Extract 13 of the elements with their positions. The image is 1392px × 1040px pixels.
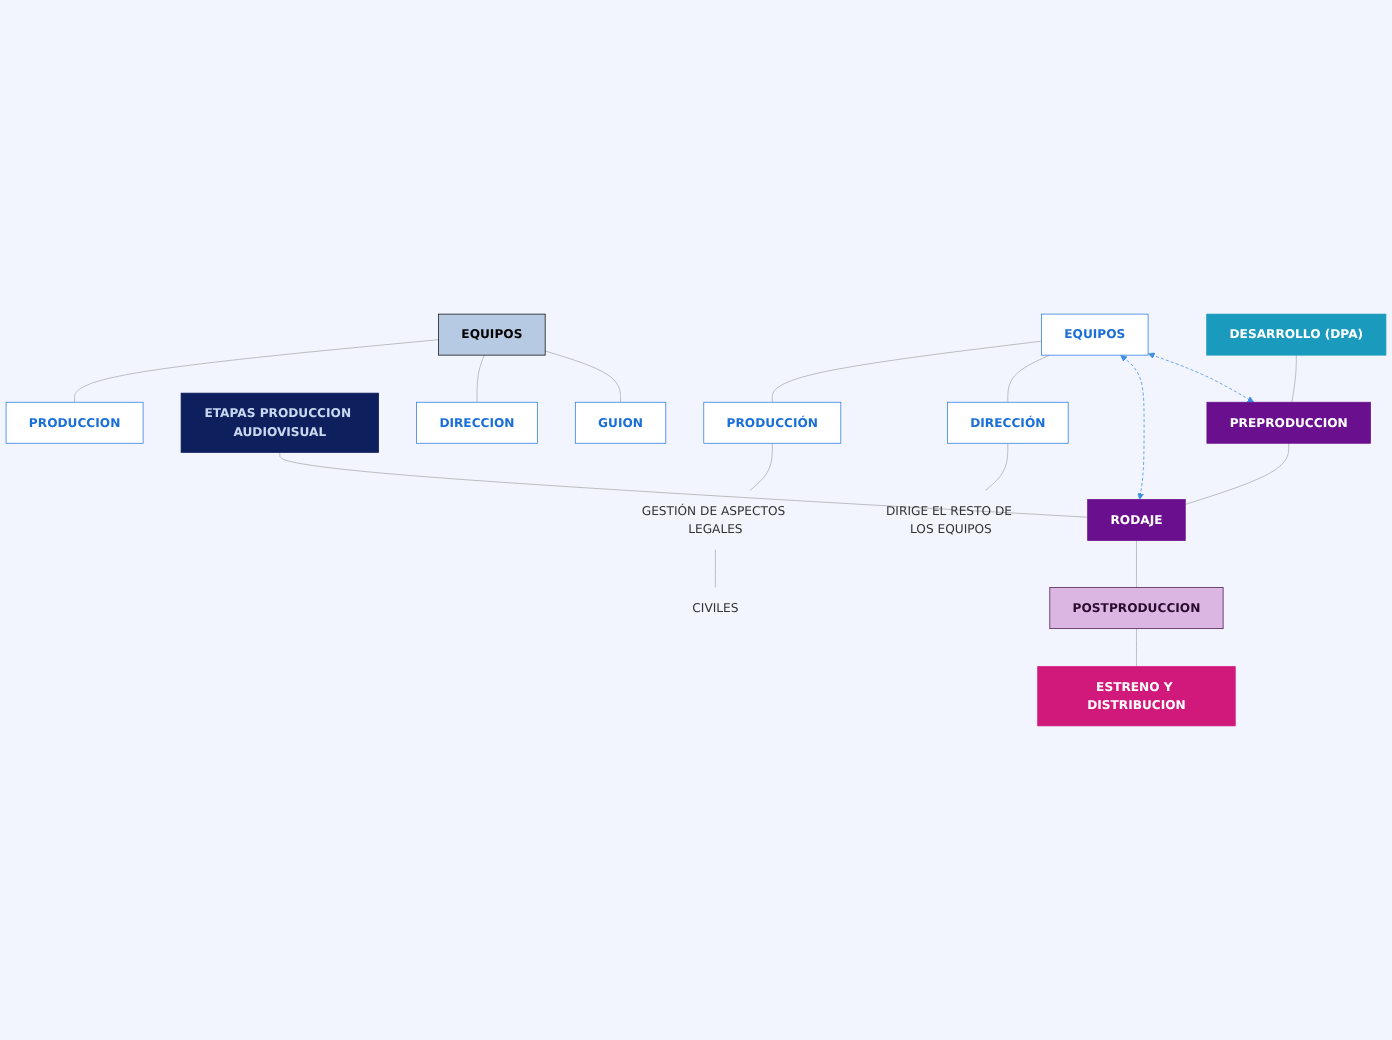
connector	[544, 350, 621, 403]
connector	[74, 339, 439, 403]
connector	[1007, 354, 1050, 403]
connector	[1184, 442, 1290, 505]
connector	[749, 442, 773, 491]
connector	[279, 452, 1089, 518]
connector	[715, 549, 716, 588]
connector	[771, 340, 1042, 403]
connector	[985, 442, 1009, 491]
connector	[476, 354, 485, 403]
connector	[1136, 628, 1137, 667]
connector	[1291, 354, 1297, 403]
connector	[1136, 540, 1137, 588]
